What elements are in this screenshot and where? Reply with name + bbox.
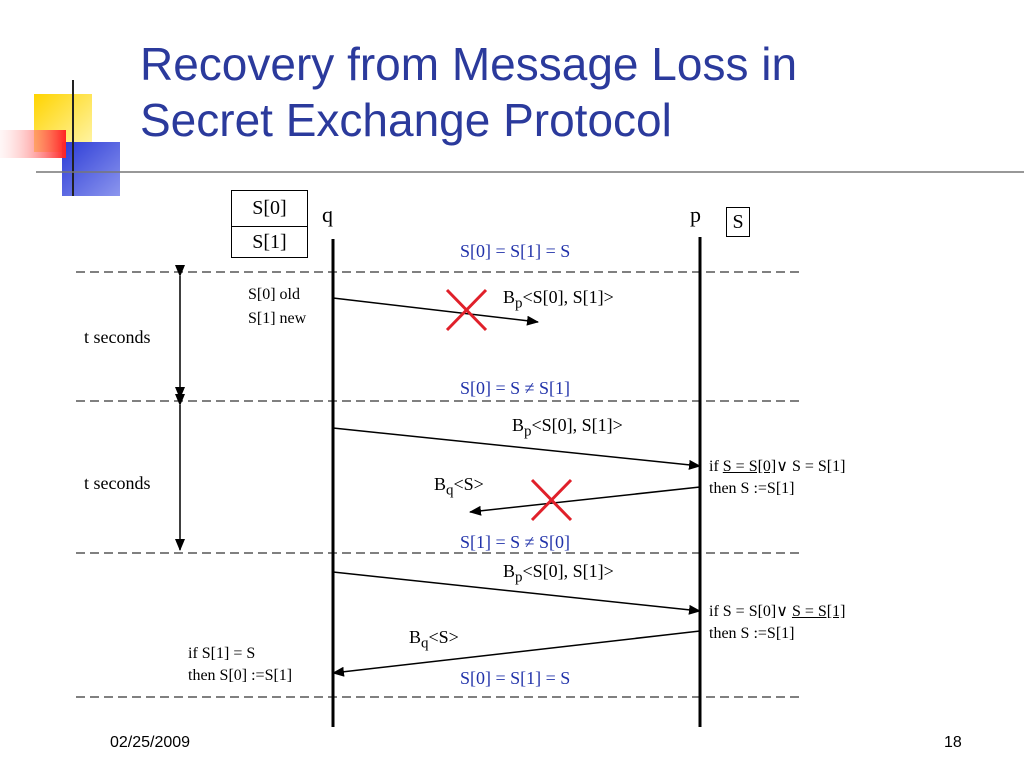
p-action-1-update: then S :=S[1]	[709, 480, 795, 497]
interval-label-1: t seconds	[84, 327, 151, 347]
process-q-label: q	[322, 202, 333, 227]
deco-blue-square	[62, 142, 120, 196]
footer-date: 02/25/2009	[110, 734, 191, 751]
message-label-bp-3: Bp<S[0], S[1]>	[503, 561, 614, 586]
q-note-new: S[1] new	[248, 310, 307, 327]
condition-label-2: S[0] = S ≠ S[1]	[460, 378, 571, 398]
q-recv-condition: if S[1] = S	[188, 645, 256, 662]
q-note-old: S[0] old	[248, 286, 300, 303]
message-arrow-bp-3	[332, 571, 701, 615]
message-label-bq-2: Bq<S>	[409, 627, 459, 652]
interval-label-2: t seconds	[84, 473, 151, 493]
q-state-slot-1: S[1]	[231, 226, 308, 258]
process-p-label: p	[690, 202, 701, 227]
title-line-1: Recovery from Message Loss in	[140, 38, 798, 90]
q-recv-action: then S[0] :=S[1]	[188, 667, 293, 684]
title-line-2: Secret Exchange Protocol	[140, 94, 672, 146]
p-secret-box: S	[726, 207, 750, 237]
message-arrow-bq-lost	[469, 486, 701, 516]
condition-label-3: S[1] = S ≠ S[0]	[460, 532, 571, 552]
q-state-slot-0: S[0]	[231, 190, 308, 228]
p-action-2-update: then S :=S[1]	[709, 625, 795, 642]
condition-label-1: S[0] = S[1] = S	[460, 241, 571, 261]
message-label-bp-1: Bp<S[0], S[1]>	[503, 287, 614, 312]
slide-title: Recovery from Message Loss in Secret Exc…	[140, 36, 797, 148]
message-arrow-bq-2	[332, 630, 701, 677]
condition-label-4: S[0] = S[1] = S	[460, 668, 571, 688]
message-label-bp-2: Bp<S[0], S[1]>	[512, 415, 623, 440]
message-label-bq-1: Bq<S>	[434, 474, 484, 499]
p-action-2-condition: if S = S[0]∨ S = S[1]	[709, 603, 846, 620]
p-action-1-condition: if S = S[0]∨ S = S[1]	[709, 458, 846, 475]
message-lost-cross-1	[445, 288, 488, 332]
deco-red-bar	[0, 130, 66, 158]
message-arrow-bp-lost	[332, 297, 539, 326]
message-arrow-bp-2	[332, 427, 701, 470]
slide-number: 18	[944, 734, 962, 751]
message-lost-cross-2	[530, 478, 573, 522]
